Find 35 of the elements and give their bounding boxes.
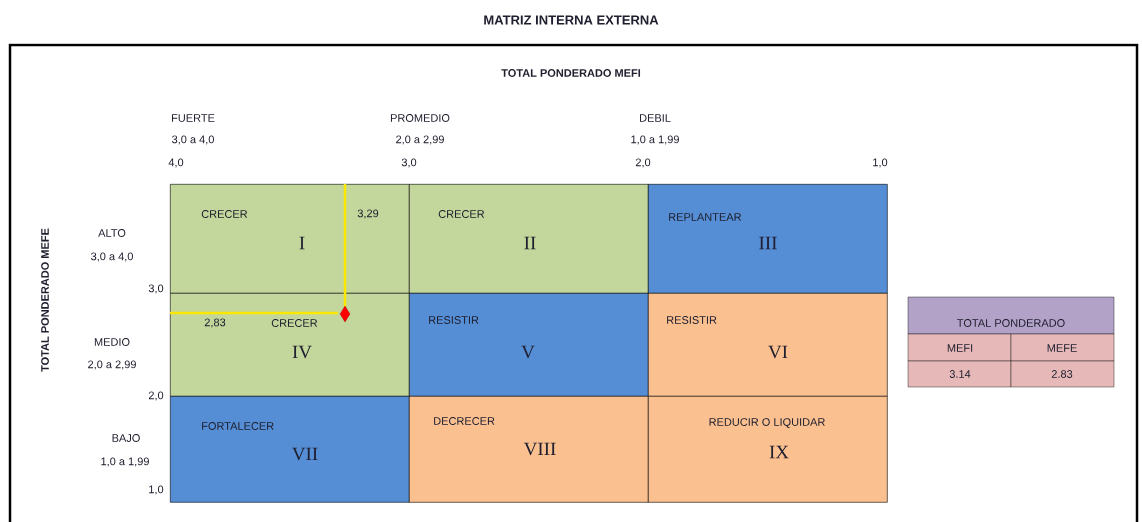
axis-label: ALTO xyxy=(98,229,126,237)
tick-label: 2,0 xyxy=(148,391,164,401)
matrix-cell: FORTALECER VII xyxy=(170,396,410,503)
axis-label: 1,0 a 1,99 xyxy=(101,457,149,467)
matrix-cell: REDUCIR O LIQUIDAR IX xyxy=(648,396,888,503)
tick-label: 2,0 xyxy=(635,158,651,168)
value-label: 2,83 xyxy=(204,318,226,328)
axis-label: BAJO xyxy=(112,434,140,442)
axis-title: TOTAL PONDERADO MEFE xyxy=(41,228,49,372)
tick-label: 4,0 xyxy=(168,158,184,168)
matrix-cell: RESISTIR V xyxy=(409,293,649,397)
axis-label: 3,0 a 4,0 xyxy=(91,252,133,262)
axis-label: 2,0 a 2,99 xyxy=(88,360,136,370)
tick-label: 1,0 xyxy=(873,158,888,168)
tick-label: 3,0 xyxy=(401,158,417,168)
matrix-cell: CRECER II xyxy=(409,184,649,294)
axis-title: TOTAL PONDERADO MEFI xyxy=(501,69,641,77)
table-cell: 2.83 xyxy=(1010,360,1115,388)
table-header: TOTAL PONDERADO xyxy=(907,296,1115,335)
table-cell: 3.14 xyxy=(907,360,1012,388)
table-cell: MEFI xyxy=(907,333,1012,362)
axis-label: 1,0 a 1,99 xyxy=(631,135,679,145)
axis-label: DEBIL xyxy=(640,114,671,122)
axis-label: 2,0 a 2,99 xyxy=(396,135,444,145)
matrix-cell: REPLANTEAR III xyxy=(648,184,888,294)
axis-label: MEDIO xyxy=(94,338,130,346)
axis-label: FUERTE xyxy=(172,114,215,122)
title: MATRIZ INTERNA EXTERNA xyxy=(484,15,659,25)
axis-label: PROMEDIO xyxy=(390,114,450,122)
matrix-cell: DECRECER VIII xyxy=(409,396,649,503)
table-cell: MEFE xyxy=(1010,333,1115,362)
tick-label: 3,0 xyxy=(148,284,164,294)
axis-label: 3,0 a 4,0 xyxy=(172,135,214,145)
matrix-cell: RESISTIR VI xyxy=(648,293,888,397)
value-label: 3,29 xyxy=(357,209,379,219)
